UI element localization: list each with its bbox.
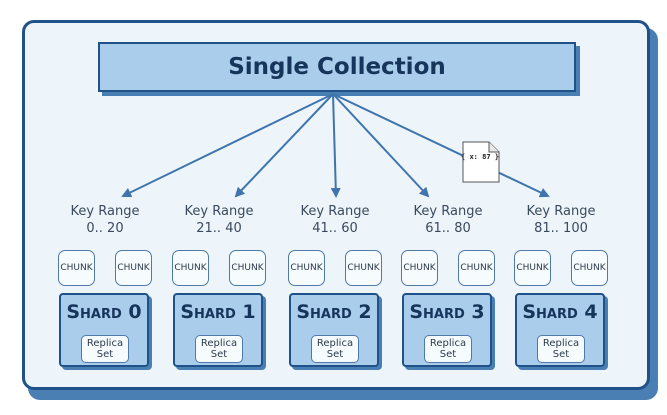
- chunk: CHUNK: [345, 250, 382, 286]
- key-range-values: 61.. 80: [425, 221, 471, 236]
- key-range-values: 81.. 100: [534, 221, 588, 236]
- shard-box-0: Shard 0 Replica Set: [59, 293, 149, 367]
- shard-title: Shard 3: [409, 301, 485, 323]
- key-range-4: Key Range 81.. 100: [501, 203, 621, 237]
- shard-column-0: Key Range 0.. 20 CHUNK CHUNK Shard 0 Rep…: [58, 203, 178, 373]
- replica-line1: Replica: [200, 338, 238, 349]
- key-range-3: Key Range 61.. 80: [388, 203, 508, 237]
- shard-box-2: Shard 2 Replica Set: [289, 293, 379, 367]
- shard-column-4: Key Range 81.. 100 CHUNK CHUNK Shard 4 R…: [514, 203, 634, 373]
- shard-column-2: Key Range 41.. 60 CHUNK CHUNK Shard 2 Re…: [288, 203, 408, 373]
- replica-line2: Set: [210, 349, 228, 360]
- replica-line1: Replica: [86, 338, 124, 349]
- replica-line2: Set: [552, 349, 570, 360]
- shard-column-3: Key Range 61.. 80 CHUNK CHUNK Shard 3 Re…: [401, 203, 521, 373]
- collection-title: Single Collection: [228, 54, 446, 80]
- chunk: CHUNK: [401, 250, 438, 286]
- chunk: CHUNK: [571, 250, 608, 286]
- shard-title: Shard 1: [180, 301, 256, 323]
- replica-set: Replica Set: [537, 335, 585, 363]
- replica-line2: Set: [96, 349, 114, 360]
- chunk: CHUNK: [172, 250, 209, 286]
- key-range-1: Key Range 21.. 40: [159, 203, 279, 237]
- shard-box-4: Shard 4 Replica Set: [515, 293, 605, 367]
- shard-title: Shard 2: [296, 301, 372, 323]
- replica-set: Replica Set: [81, 335, 129, 363]
- chunk: CHUNK: [115, 250, 152, 286]
- shard-box-1: Shard 1 Replica Set: [173, 293, 263, 367]
- replica-line2: Set: [326, 349, 344, 360]
- replica-line1: Replica: [316, 338, 354, 349]
- key-range-label: Key Range: [413, 204, 483, 219]
- document-icon: { x: 87 }: [461, 141, 503, 183]
- key-range-2: Key Range 41.. 60: [275, 203, 395, 237]
- replica-line1: Replica: [542, 338, 580, 349]
- chunk: CHUNK: [458, 250, 495, 286]
- key-range-values: 0.. 20: [86, 221, 124, 236]
- key-range-values: 41.. 60: [312, 221, 358, 236]
- shard-box-3: Shard 3 Replica Set: [402, 293, 492, 367]
- replica-set: Replica Set: [195, 335, 243, 363]
- replica-set: Replica Set: [311, 335, 359, 363]
- collection-box: Single Collection: [98, 42, 576, 92]
- document-label: { x: 87 }: [461, 153, 499, 161]
- key-range-0: Key Range 0.. 20: [45, 203, 165, 237]
- shard-title: Shard 4: [522, 301, 598, 323]
- key-range-label: Key Range: [526, 204, 596, 219]
- chunk: CHUNK: [58, 250, 95, 286]
- key-range-label: Key Range: [184, 204, 254, 219]
- shard-column-1: Key Range 21.. 40 CHUNK CHUNK Shard 1 Re…: [172, 203, 292, 373]
- key-range-values: 21.. 40: [196, 221, 242, 236]
- replica-line1: Replica: [429, 338, 467, 349]
- replica-line2: Set: [439, 349, 457, 360]
- replica-set: Replica Set: [424, 335, 472, 363]
- key-range-label: Key Range: [300, 204, 370, 219]
- chunk: CHUNK: [229, 250, 266, 286]
- shard-title: Shard 0: [66, 301, 142, 323]
- key-range-label: Key Range: [70, 204, 140, 219]
- chunk: CHUNK: [514, 250, 551, 286]
- chunk: CHUNK: [288, 250, 325, 286]
